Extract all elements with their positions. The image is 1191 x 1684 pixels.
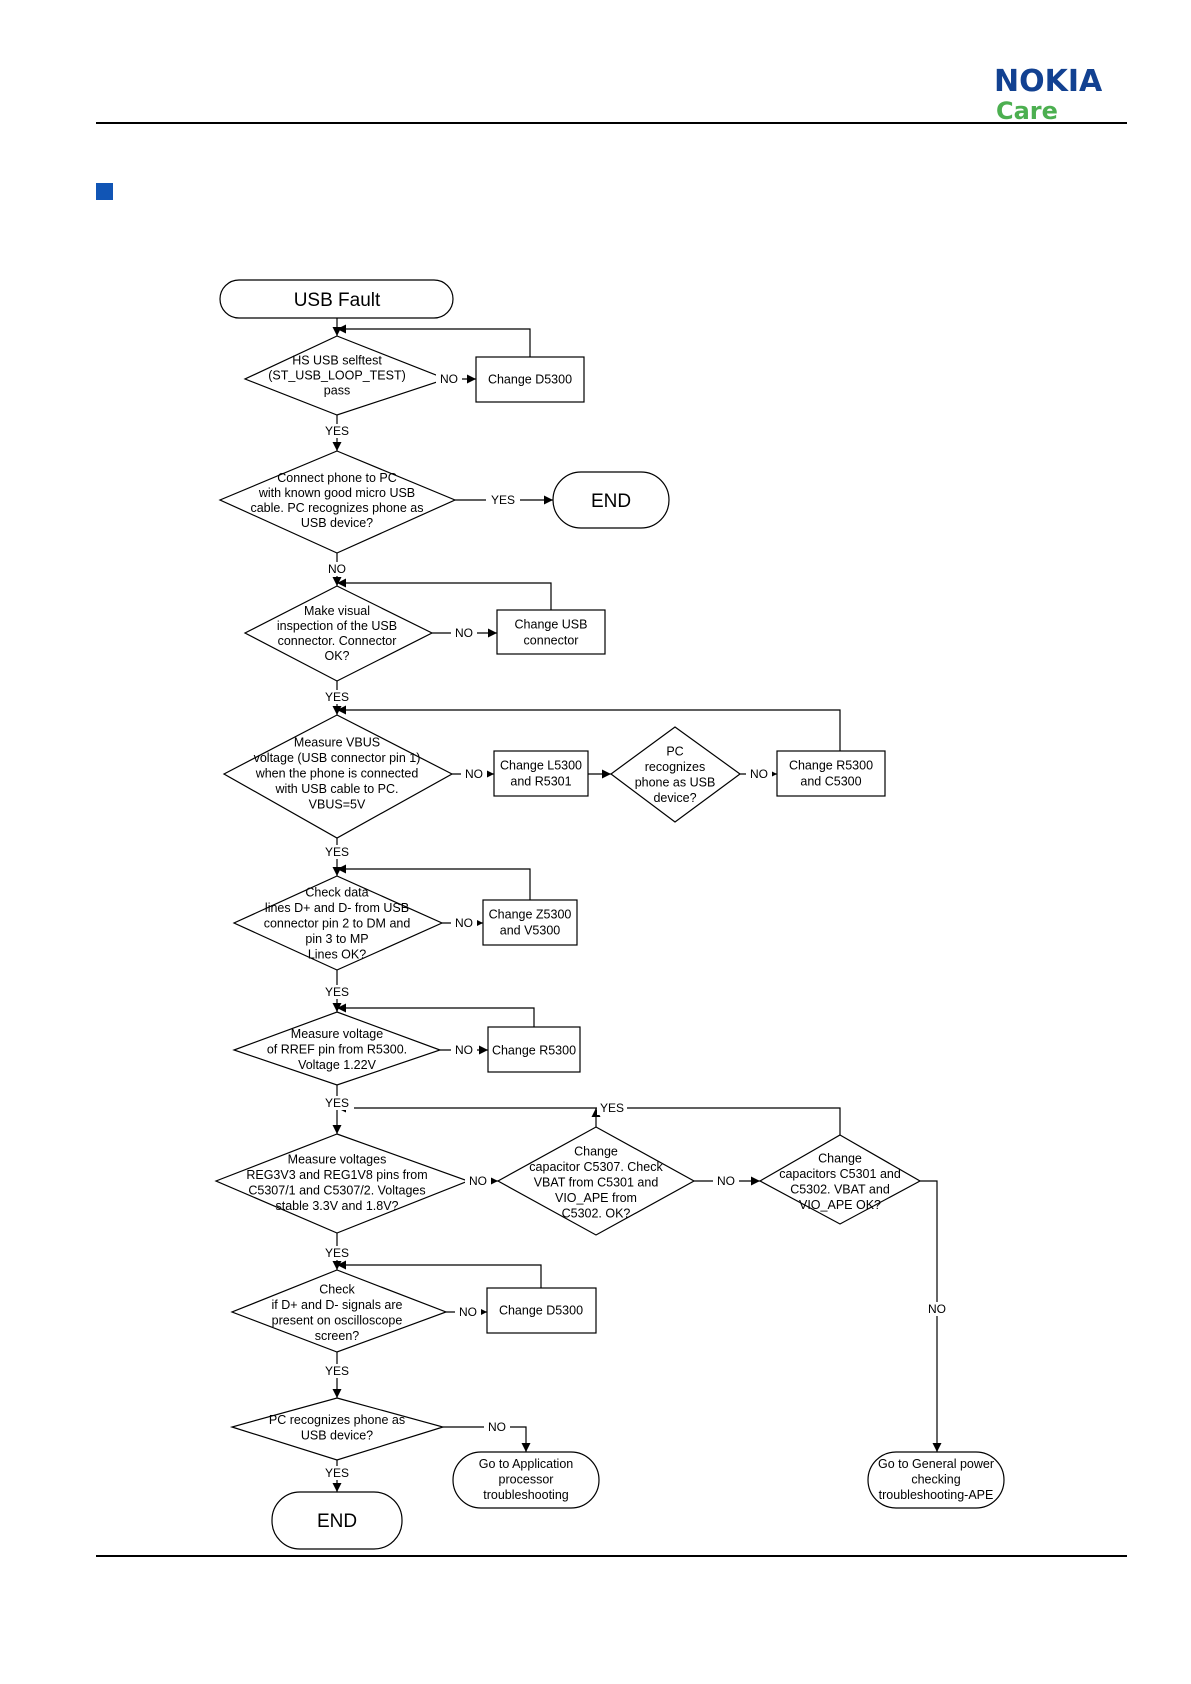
- general-power-terminator: [867, 1451, 1005, 1509]
- decision-capacitors-c5301: [758, 1134, 922, 1225]
- label-no-4: NO: [465, 767, 483, 781]
- start-label: USB Fault: [294, 290, 381, 311]
- label-no-11: NO: [459, 1305, 477, 1319]
- label-yes-6: YES: [325, 1096, 349, 1110]
- end-label-bottom: END: [317, 1511, 357, 1532]
- label-no-10: NO: [928, 1302, 946, 1316]
- box-change-r5300-c5300: [776, 750, 886, 797]
- decision-capacitor-c5307: [496, 1126, 696, 1236]
- box-change-usb-connector: [496, 609, 606, 655]
- box-change-r5300-text: Change R5300: [492, 1044, 576, 1058]
- logo-sub-brand: Care: [996, 97, 1058, 125]
- label-yes-10: YES: [325, 1466, 349, 1480]
- label-no-9: NO: [717, 1174, 735, 1188]
- box-change-d5300-bottom: [486, 1287, 597, 1334]
- box-change-d5300-bottom-text: Change D5300: [499, 1304, 583, 1318]
- label-yes-7: YES: [600, 1101, 624, 1115]
- label-yes-5: YES: [325, 985, 349, 999]
- label-no-6: NO: [455, 916, 473, 930]
- nokia-care-logo: NOKIA Care: [994, 64, 1126, 125]
- decision-selftest-text: HS USB selftest(ST_USB_LOOP_TEST)pass: [268, 354, 406, 398]
- label-yes-1: YES: [325, 424, 349, 438]
- label-no-8: NO: [469, 1174, 487, 1188]
- footer-rule: [96, 1555, 1127, 1557]
- label-no-3: NO: [455, 626, 473, 640]
- label-yes-3: YES: [325, 690, 349, 704]
- section-bullet: [96, 183, 113, 200]
- box-change-d5300-top-text: Change D5300: [488, 373, 572, 387]
- label-no-2: NO: [328, 562, 346, 576]
- label-yes-9: YES: [325, 1364, 349, 1378]
- box-change-r5300: [487, 1026, 581, 1073]
- header-rule: [96, 122, 1127, 124]
- end-label-top: END: [591, 491, 631, 512]
- connector-labels: YES NO YES NO NO YES NO NO YES NO YES NO…: [318, 372, 950, 1480]
- logo-brand: NOKIA: [994, 64, 1103, 99]
- label-no-12: NO: [488, 1420, 506, 1434]
- label-yes-4: YES: [325, 845, 349, 859]
- label-yes-2: YES: [491, 493, 515, 507]
- label-no-7: NO: [455, 1043, 473, 1057]
- label-no-1: NO: [440, 372, 458, 386]
- label-no-5: NO: [750, 767, 768, 781]
- label-yes-8: YES: [325, 1246, 349, 1260]
- decision-pc-recognizes-vbus: [609, 726, 742, 823]
